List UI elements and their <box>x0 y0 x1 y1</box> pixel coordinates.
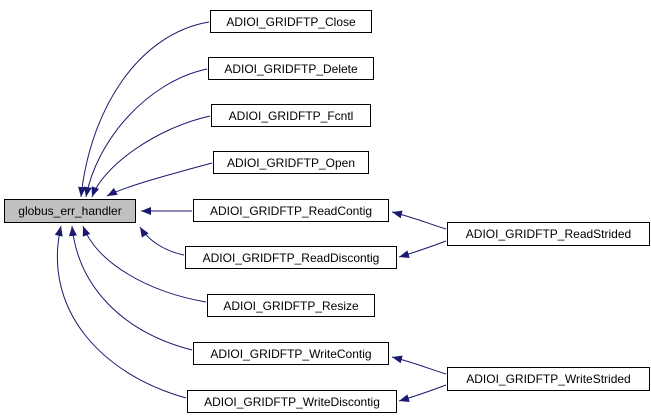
edge-fcntl-to-root <box>91 115 211 198</box>
edge-writestrided-to-writecontig <box>391 355 447 375</box>
node-adioi-gridftp-readstrided[interactable]: ADIOI_GRIDFTP_ReadStrided <box>447 222 650 246</box>
node-adioi-gridftp-resize[interactable]: ADIOI_GRIDFTP_Resize <box>207 294 375 317</box>
edge-resize-to-root <box>82 225 207 303</box>
node-adioi-gridftp-fcntl[interactable]: ADIOI_GRIDFTP_Fcntl <box>211 104 371 127</box>
edge-readstrided-to-readdiscontig <box>398 240 447 259</box>
node-globus-err-handler: globus_err_handler <box>4 199 136 223</box>
edge-delete-to-root <box>83 68 208 198</box>
edge-writestrided-to-writediscontig <box>398 384 447 403</box>
node-adioi-gridftp-readdiscontig[interactable]: ADIOI_GRIDFTP_ReadDiscontig <box>185 246 397 269</box>
edge-close-to-root <box>78 21 210 198</box>
node-adioi-gridftp-writediscontig[interactable]: ADIOI_GRIDFTP_WriteDiscontig <box>187 390 397 413</box>
edge-readdiscontig-to-root <box>139 226 185 256</box>
node-adioi-gridftp-readcontig[interactable]: ADIOI_GRIDFTP_ReadContig <box>193 199 389 222</box>
node-adioi-gridftp-delete[interactable]: ADIOI_GRIDFTP_Delete <box>208 57 374 80</box>
node-adioi-gridftp-open[interactable]: ADIOI_GRIDFTP_Open <box>213 151 369 174</box>
edge-writecontig-to-root <box>69 225 193 351</box>
node-adioi-gridftp-writecontig[interactable]: ADIOI_GRIDFTP_WriteContig <box>193 342 389 365</box>
edge-open-to-root <box>106 162 213 197</box>
node-adioi-gridftp-writestrided[interactable]: ADIOI_GRIDFTP_WriteStrided <box>447 367 650 391</box>
edge-writediscontig-to-root <box>54 225 187 399</box>
edge-readstrided-to-readcontig <box>391 210 447 230</box>
node-adioi-gridftp-close[interactable]: ADIOI_GRIDFTP_Close <box>210 10 372 33</box>
